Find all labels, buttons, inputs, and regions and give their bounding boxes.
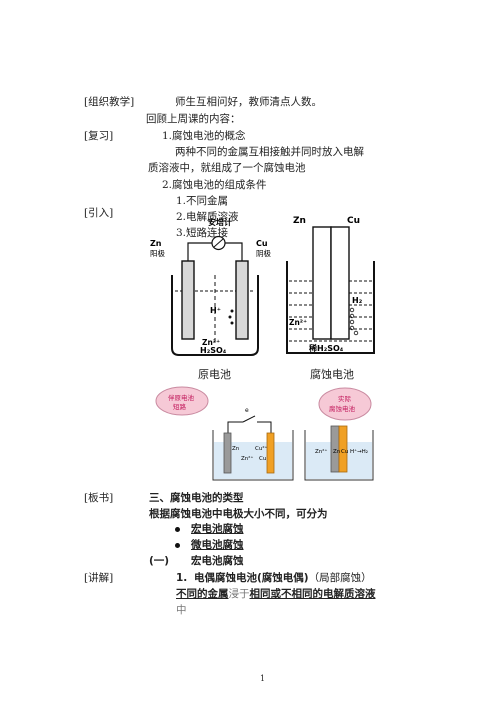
galvanic-cell-figure: 安培计 Zn 阳极 Cu 阴极 H⁺ Zn²⁺ H₂SO₄	[150, 217, 271, 356]
lecture-title: 电偶腐蚀电池(腐蚀电偶)	[194, 572, 309, 584]
lecture-label: [讲解]	[84, 572, 114, 584]
review-sub-1: 1.不同金属	[176, 195, 229, 207]
svg-text:阳极: 阳极	[150, 248, 165, 258]
copper-electrode	[235, 260, 249, 340]
classification-text: 根据腐蚀电池中电极大小不同，可分为	[149, 508, 328, 520]
review-item-1: 1.腐蚀电池的概念	[162, 130, 246, 142]
caption-galvanic: 原电池	[198, 368, 231, 381]
copper-electrode-left	[266, 432, 275, 474]
svg-text:H⁺: H⁺	[210, 306, 221, 315]
copper-electrode-right	[338, 425, 348, 473]
svg-text:Zn: Zn	[293, 216, 306, 226]
bullet-icon	[175, 543, 180, 548]
bubble-left	[155, 386, 209, 416]
lecture-paren: （局部腐蚀）	[308, 572, 372, 584]
review-item-2: 2.腐蚀电池的组成条件	[162, 179, 267, 191]
board-label: [板书]	[84, 492, 114, 504]
svg-text:实际: 实际	[338, 394, 352, 403]
svg-text:Zn: Zn	[232, 446, 240, 452]
review-sub-3: 3.短路连接	[176, 227, 229, 239]
bullet-icon	[175, 527, 180, 532]
svg-text:稀H₂SO₄: 稀H₂SO₄	[309, 343, 344, 353]
lecture-underline-2: 相同或不相同的电解质溶液	[249, 588, 376, 600]
corrosion-comparison-figure: 伴原电池 短路 e Zn Cu²⁺ Zn²⁺ Cu 实际 腐蚀电池 Zn²⁺ Z…	[155, 386, 374, 481]
svg-text:e: e	[245, 407, 249, 414]
svg-text:Cu: Cu	[347, 216, 360, 226]
subsection-number: (一)	[149, 555, 170, 567]
zinc-electrode-left	[223, 432, 232, 474]
corrosion-cell-figure: Zn Cu H₂ Zn²⁺ 稀H₂SO₄	[286, 216, 375, 354]
svg-text:Cu: Cu	[259, 456, 266, 462]
svg-text:Cu: Cu	[341, 449, 348, 455]
svg-text:Zn²⁺: Zn²⁺	[241, 455, 253, 462]
bubble-right	[318, 387, 372, 421]
subsection-title: 宏电池腐蚀	[191, 555, 244, 567]
page-number: 1	[260, 674, 266, 683]
bullet-item-1: 宏电池腐蚀	[191, 523, 244, 535]
bullet-item-2: 微电池腐蚀	[191, 539, 244, 551]
meter-label: 安培计	[208, 217, 232, 227]
svg-text:H⁺→H₂: H⁺→H₂	[350, 448, 368, 455]
lecture-underline-1: 不同的金属	[176, 588, 229, 600]
svg-text:Zn: Zn	[150, 239, 162, 248]
zinc-electrode	[312, 226, 332, 340]
svg-text:Zn: Zn	[333, 449, 341, 455]
lecture-body-end: 中	[176, 604, 187, 616]
section-heading: 三、腐蚀电池的类型	[149, 492, 244, 504]
svg-text:H₂: H₂	[352, 296, 363, 305]
zinc-electrode	[181, 260, 195, 340]
review-item-1-body-a: 两种不同的金属互相接触并同时放入电解	[175, 146, 364, 158]
review-item-1-body-b: 质溶液中，就组成了一个腐蚀电池	[148, 162, 306, 174]
review-label: [复习]	[84, 130, 114, 142]
lecture-number: 1.	[176, 572, 188, 584]
svg-text:Cu: Cu	[256, 239, 268, 248]
svg-text:阴极: 阴极	[256, 248, 271, 258]
svg-text:Cu²⁺: Cu²⁺	[255, 445, 268, 452]
intro-label: [引入]	[84, 207, 114, 219]
copper-electrode	[330, 226, 350, 340]
svg-text:Zn²⁺: Zn²⁺	[289, 318, 307, 327]
lecture-body-line: 不同的金属浸于相同或不相同的电解质溶液	[176, 588, 376, 601]
org-text: 师生互相问好，教师清点人数。	[175, 96, 322, 108]
svg-text:H₂SO₄: H₂SO₄	[200, 346, 227, 355]
review-sub-2: 2.电解质溶液	[176, 211, 239, 223]
svg-text:伴原电池: 伴原电池	[168, 393, 195, 402]
lecture-mid: 浸于	[228, 588, 250, 600]
org-label: [组织教学]	[84, 96, 135, 108]
review-intro: 回顾上周课的内容：	[146, 113, 241, 125]
svg-text:Zn²⁺: Zn²⁺	[315, 448, 327, 455]
svg-text:短路: 短路	[173, 402, 187, 411]
svg-text:Zn²⁺: Zn²⁺	[202, 338, 220, 347]
caption-corrosion: 腐蚀电池	[310, 368, 354, 381]
svg-text:腐蚀电池: 腐蚀电池	[329, 404, 356, 413]
lecture-title-line: 电偶腐蚀电池(腐蚀电偶)（局部腐蚀）	[194, 572, 372, 585]
